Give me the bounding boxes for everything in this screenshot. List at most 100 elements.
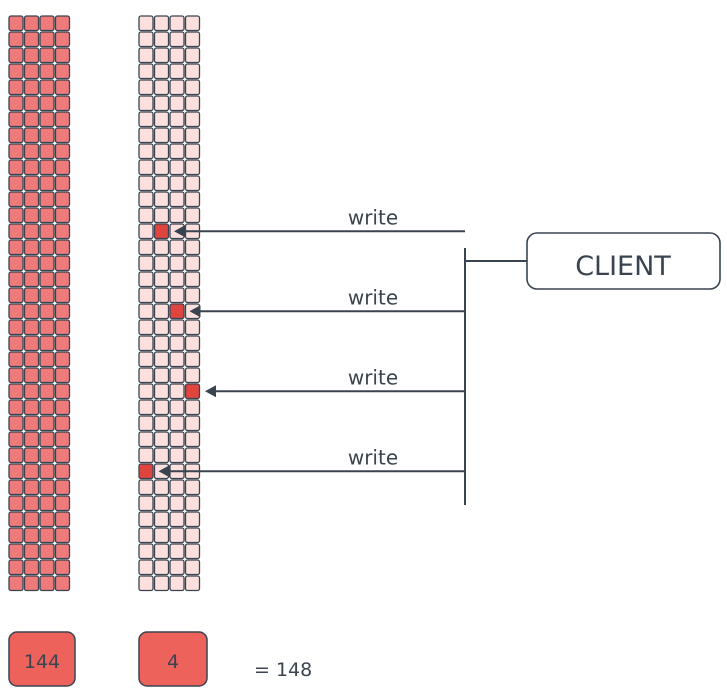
right-column-cell (153, 319, 170, 336)
left-column-cell (39, 575, 55, 592)
left-column-cell (54, 303, 71, 320)
right-column-cell (184, 527, 201, 544)
right-column-cell (138, 287, 154, 304)
left-column-cell (23, 255, 40, 272)
right-column-cell (153, 79, 170, 96)
right-column-cell (169, 559, 185, 576)
right-column-written-cell (138, 463, 154, 480)
right-column-cell (184, 143, 201, 160)
left-column-cell (23, 399, 40, 416)
left-column-cell (54, 495, 71, 512)
left-column-total: 144 (24, 651, 60, 673)
left-column-cell (23, 367, 40, 384)
right-column-cell (184, 207, 201, 224)
right-column-cell (138, 191, 154, 208)
left-column-cell (23, 95, 40, 112)
write-arrow-head (158, 465, 170, 478)
left-column-cell (8, 415, 24, 432)
left-column-cell (39, 431, 55, 448)
left-column-footer (8, 631, 76, 687)
right-column-cell (184, 255, 201, 272)
left-column-cell (23, 319, 40, 336)
right-column-cell (169, 255, 185, 272)
left-column-cell (8, 127, 24, 144)
right-column-cell (153, 415, 170, 432)
left-column-cell (8, 495, 24, 512)
write-label: write (348, 365, 398, 389)
right-column-cell (138, 15, 154, 32)
right-column-cell (138, 431, 154, 448)
right-column-cell (153, 399, 170, 416)
right-column-cell (184, 287, 201, 304)
left-column-cell (8, 271, 24, 288)
right-column-cell (138, 159, 154, 176)
left-column-cell (39, 527, 55, 544)
right-column-cell (138, 383, 154, 400)
right-column-cell (153, 15, 170, 32)
left-column-cell (8, 15, 24, 32)
right-column-cell (138, 447, 154, 464)
left-column-cell (54, 255, 71, 272)
left-column-cell (8, 479, 24, 496)
right-column-cell (138, 271, 154, 288)
right-column-cell (169, 495, 185, 512)
right-column-cell (184, 239, 201, 256)
right-column-written-cell (169, 303, 185, 320)
right-column-cell (184, 175, 201, 192)
left-column-cell (54, 335, 71, 352)
right-column-cell (169, 239, 185, 256)
right-column-cell (138, 175, 154, 192)
left-column-cell (54, 447, 71, 464)
right-column-cell (169, 15, 185, 32)
left-column-cell (39, 111, 55, 128)
left-column-cell (8, 511, 24, 528)
right-column-cell (153, 351, 170, 368)
left-column-cell (8, 335, 24, 352)
left-column-cell (8, 399, 24, 416)
left-column-cell (54, 383, 71, 400)
right-column-cell (169, 431, 185, 448)
right-column-cell (138, 31, 154, 48)
left-column-cell (39, 559, 55, 576)
right-column-cell (169, 351, 185, 368)
right-column-cell (153, 527, 170, 544)
left-column-cell (23, 431, 40, 448)
right-column-cell (153, 175, 170, 192)
left-column-cell (8, 255, 24, 272)
right-column-cell (138, 319, 154, 336)
left-column-cell (54, 207, 71, 224)
right-column-cell (184, 431, 201, 448)
left-column-cell (8, 351, 24, 368)
right-column-cell (169, 383, 185, 400)
right-column-cell (153, 575, 170, 592)
left-column-cell (54, 319, 71, 336)
right-column-cell (138, 63, 154, 80)
left-column-cell (23, 351, 40, 368)
left-column-cell (39, 239, 55, 256)
left-column-cell (23, 207, 40, 224)
right-column-cell (138, 543, 154, 560)
left-column-cell (54, 95, 71, 112)
left-column-cell (54, 271, 71, 288)
right-column-cell (169, 415, 185, 432)
left-column-grid (8, 15, 71, 592)
left-column-cell (23, 191, 40, 208)
left-column-cell (39, 63, 55, 80)
right-column-cell (153, 287, 170, 304)
left-column-cell (8, 463, 24, 480)
left-column-cell (39, 303, 55, 320)
right-column-cell (169, 127, 185, 144)
left-column-cell (23, 463, 40, 480)
sum-label: = 148 (254, 659, 312, 681)
right-column-written-cell (184, 383, 201, 400)
right-column-cell (184, 95, 201, 112)
right-column-cell (169, 399, 185, 416)
right-column-cell (153, 303, 170, 320)
right-column-cell (138, 239, 154, 256)
left-column-cell (8, 239, 24, 256)
right-column-cell (138, 95, 154, 112)
left-column-cell (23, 303, 40, 320)
right-column-cell (169, 511, 185, 528)
right-column-cell (169, 143, 185, 160)
